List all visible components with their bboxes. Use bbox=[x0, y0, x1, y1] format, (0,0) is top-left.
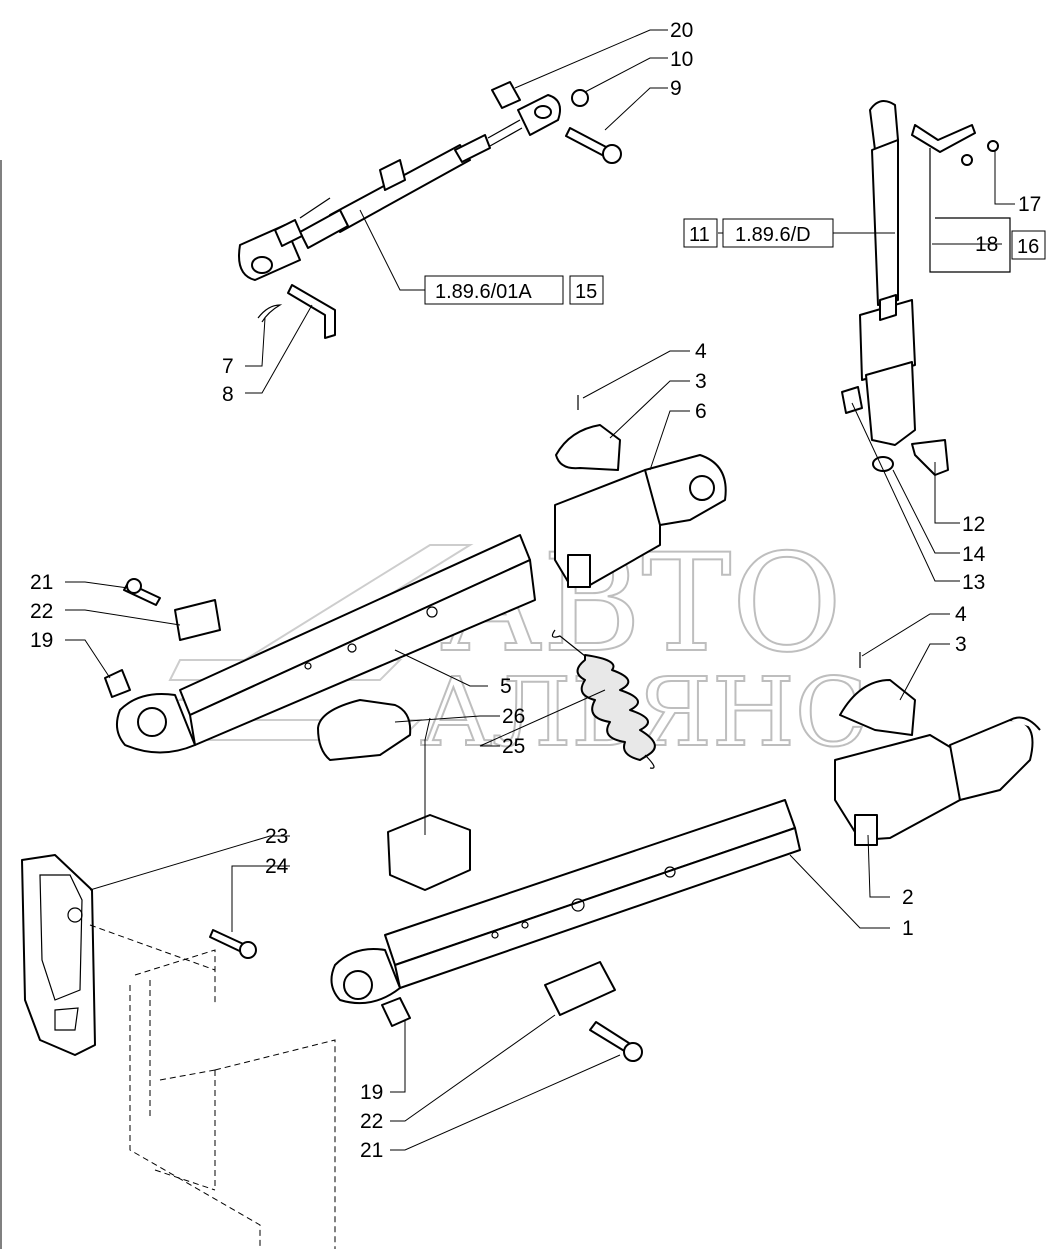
callout-7: 7 bbox=[222, 355, 234, 378]
callout-1: 1 bbox=[902, 917, 914, 940]
stabilizer-bracket-upper bbox=[554, 395, 727, 588]
callout-12: 12 bbox=[962, 513, 985, 536]
callout-4-lower: 4 bbox=[955, 603, 967, 626]
callout-6: 6 bbox=[695, 400, 707, 423]
top-link-left bbox=[238, 81, 622, 339]
ref-top-left-code: 1.89.6/01A bbox=[435, 281, 532, 303]
qty-box-bracket-right: 16 bbox=[1011, 230, 1046, 260]
callout-3-lower: 3 bbox=[955, 633, 967, 656]
callout-20: 20 bbox=[670, 19, 693, 42]
callout-8: 8 bbox=[222, 383, 234, 406]
callout-9: 9 bbox=[670, 77, 682, 100]
callout-22-lower: 22 bbox=[360, 1110, 383, 1133]
callout-21-lower: 21 bbox=[360, 1139, 383, 1162]
ref-box-top-right[interactable]: 1.89.6/D bbox=[722, 218, 834, 248]
callout-21-upper: 21 bbox=[30, 571, 53, 594]
callout-19-upper: 19 bbox=[30, 629, 53, 652]
callout-18: 18 bbox=[975, 233, 998, 256]
qty-top-right: 11 bbox=[689, 224, 710, 246]
callout-5: 5 bbox=[500, 675, 512, 698]
callout-22-upper: 22 bbox=[30, 600, 53, 623]
callout-10: 10 bbox=[670, 48, 693, 71]
qty-bracket-right: 16 bbox=[1017, 236, 1039, 258]
lower-link-arm-lower bbox=[330, 799, 801, 1062]
callout-25: 25 bbox=[502, 735, 525, 758]
callout-3-upper: 3 bbox=[695, 370, 707, 393]
reference-boxes: 1.89.6/01A 15 11 1.89.6/D 16 bbox=[424, 218, 1046, 305]
ref-box-top-left[interactable]: 1.89.6/01A bbox=[424, 275, 564, 305]
callout-4-upper: 4 bbox=[695, 340, 707, 363]
callout-17: 17 bbox=[1018, 193, 1041, 216]
qty-top-left: 15 bbox=[575, 281, 597, 303]
callout-24: 24 bbox=[265, 855, 289, 878]
lower-link-arm-upper bbox=[104, 534, 536, 761]
callout-26: 26 bbox=[502, 705, 525, 728]
callout-14: 14 bbox=[962, 543, 986, 566]
callouts: 20 10 9 7 8 17 18 4 3 6 12 14 13 21 22 1… bbox=[30, 19, 1041, 1162]
callout-2: 2 bbox=[902, 886, 914, 909]
callout-13: 13 bbox=[962, 571, 985, 594]
stabilizer-bracket-lower bbox=[834, 652, 1041, 846]
leader-lines bbox=[65, 29, 1015, 1151]
ref-top-right-code: 1.89.6/D bbox=[735, 224, 811, 246]
top-link-right bbox=[841, 100, 1011, 476]
spring bbox=[551, 629, 656, 769]
drawbar-bracket bbox=[21, 854, 336, 1249]
callout-19-lower: 19 bbox=[360, 1081, 383, 1104]
qty-box-top-right: 11 bbox=[683, 218, 718, 248]
callout-23: 23 bbox=[265, 825, 288, 848]
qty-box-top-left: 15 bbox=[569, 275, 604, 305]
